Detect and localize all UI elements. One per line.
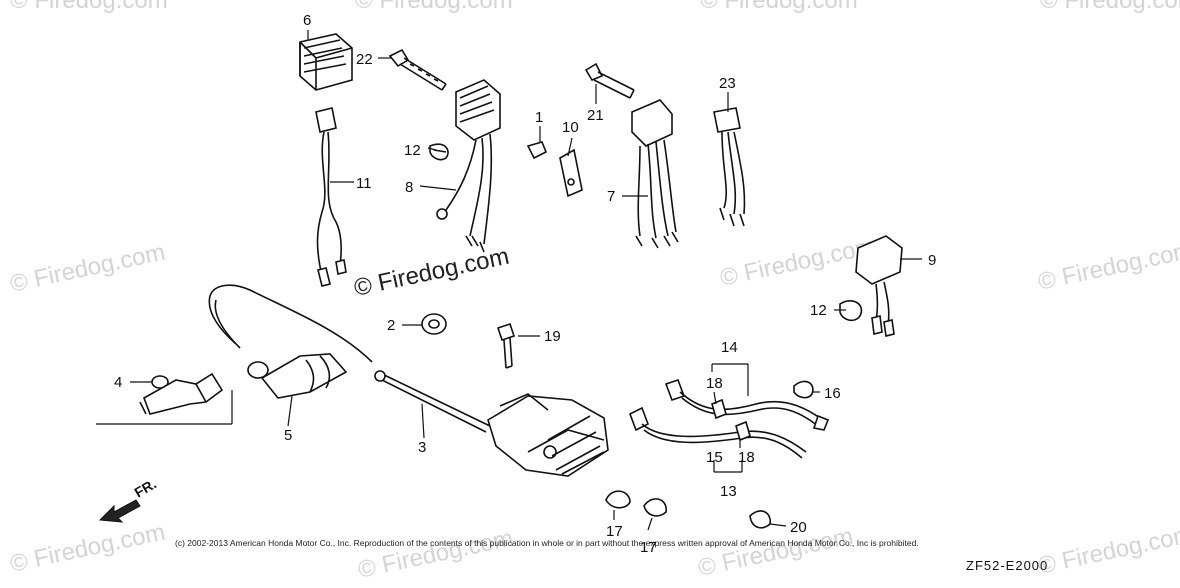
callout-14: 14 <box>721 339 738 356</box>
part-22-bolt <box>388 48 447 91</box>
part-16-clamp <box>793 380 814 399</box>
watermark: © Firedog.com <box>1040 0 1180 14</box>
part-9-ignition-unit <box>855 235 903 337</box>
watermark: © Firedog.com <box>355 0 513 14</box>
part-19-bolt <box>496 322 516 369</box>
part-17-clamps <box>605 490 667 517</box>
main-watermark: © Firedog.com <box>352 243 512 302</box>
watermark: © Firedog.com <box>700 0 858 14</box>
part-20-clip <box>749 510 771 529</box>
callout-9: 9 <box>928 252 936 269</box>
part-6-regulator <box>299 33 353 91</box>
callout-5: 5 <box>284 427 292 444</box>
copyright-notice: (c) 2002-2013 American Honda Motor Co., … <box>175 538 919 548</box>
callout-17: 17 <box>606 523 623 540</box>
callout-3: 3 <box>418 439 426 456</box>
part-8-regulator-harness <box>436 79 501 253</box>
high-tension-cord <box>208 284 373 363</box>
part-12-clip <box>429 143 449 161</box>
part-2-grommet <box>421 313 447 335</box>
callout-15: 15 <box>706 449 723 466</box>
leader-lines <box>96 30 922 531</box>
callout-11: 11 <box>356 175 372 192</box>
callout-16: 16 <box>824 385 841 402</box>
part-15-harness <box>628 406 807 459</box>
callout-22: 22 <box>356 51 373 68</box>
part-4-spark-plug <box>139 372 224 415</box>
callout-12: 12 <box>810 302 827 319</box>
watermark: © Firedog.com <box>718 233 878 292</box>
watermark-layer: © Firedog.com © Firedog.com © Firedog.co… <box>8 0 1180 584</box>
callout-20: 20 <box>790 519 807 536</box>
part-1-collar <box>526 141 548 160</box>
watermark: © Firedog.com <box>1036 237 1180 296</box>
callout-labels: 6 22 12 8 11 1 10 21 7 23 9 12 2 19 4 5 … <box>114 12 936 556</box>
diagram-code: ZF52-E2000 <box>966 558 1048 573</box>
front-direction-label: FR. <box>132 475 160 500</box>
callout-21: 21 <box>587 107 604 124</box>
part-3-ignition-coil <box>374 370 609 477</box>
watermark: © Firedog.com <box>356 525 516 584</box>
part-5-plug-cap <box>247 353 348 399</box>
part-10-plate <box>559 148 583 198</box>
front-direction-arrow: FR. <box>98 475 160 523</box>
callout-17: 17 <box>640 539 657 556</box>
callout-1: 1 <box>535 109 543 126</box>
part-11-harness <box>315 107 347 287</box>
watermark: © Firedog.com <box>8 519 168 578</box>
watermark: © Firedog.com <box>696 523 856 582</box>
part-7-unit-harness <box>631 99 679 249</box>
callout-23: 23 <box>719 75 736 92</box>
watermark: © Firedog.com <box>8 239 168 298</box>
callout-19: 19 <box>544 328 561 345</box>
callout-4: 4 <box>114 374 122 391</box>
part-14-harness <box>664 378 830 431</box>
callout-10: 10 <box>562 119 579 136</box>
callout-12: 12 <box>404 142 421 159</box>
callout-18: 18 <box>738 449 755 466</box>
callout-8: 8 <box>405 179 413 196</box>
part-21-bolt <box>584 62 635 99</box>
callout-2: 2 <box>387 317 395 334</box>
part-12-clip <box>839 300 863 322</box>
callout-6: 6 <box>303 12 311 29</box>
watermark: © Firedog.com <box>10 0 168 14</box>
callout-13: 13 <box>720 483 737 500</box>
watermark: © Firedog.com <box>1036 521 1180 580</box>
callout-7: 7 <box>607 188 615 205</box>
part-23-connector-harness <box>713 107 746 227</box>
callout-18: 18 <box>706 375 723 392</box>
